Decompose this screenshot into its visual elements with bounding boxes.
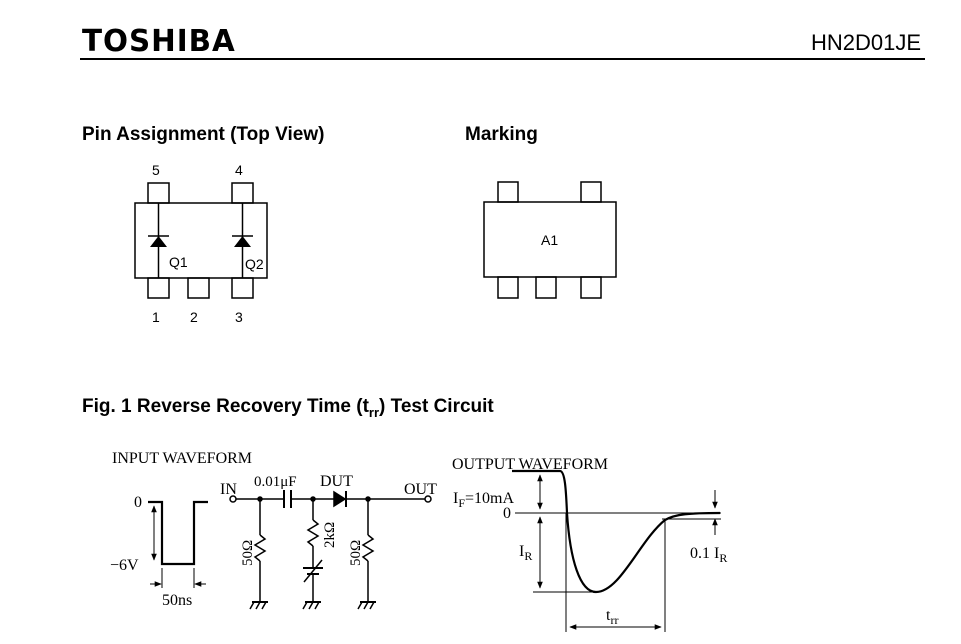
ground-icon [357, 601, 376, 610]
ir01-label: 0.1 IR [690, 545, 727, 565]
figure-prefix: Fig. 1 [82, 396, 132, 417]
input-waveform-label: INPUT WAVEFORM [112, 450, 252, 467]
pin-number-5: 5 [152, 162, 160, 178]
pulse-width-label: 50ns [162, 592, 192, 609]
input-level-zero: 0 [134, 494, 142, 511]
diode-q2-icon [232, 235, 253, 247]
pin-assignment-package [134, 182, 268, 299]
part-number: HN2D01JE [810, 30, 921, 55]
pin-number-3: 3 [235, 309, 243, 325]
ir-label: IR [519, 543, 532, 563]
diode-q1-icon [148, 235, 169, 247]
pin-4 [231, 182, 254, 204]
pin-number-2: 2 [190, 309, 198, 325]
figure-title-main: Reverse Recovery Time (t [136, 396, 369, 417]
out-label: OUT [404, 481, 437, 498]
input-waveform-trace [148, 500, 208, 566]
ground-icon [302, 601, 321, 610]
capacitor-label: 0.01μF [254, 474, 297, 490]
pin-number-1: 1 [152, 309, 160, 325]
in-label: IN [220, 481, 237, 498]
pin-2 [187, 277, 210, 299]
output-level-zero: 0 [503, 505, 511, 522]
figure-title-sub: rr [368, 404, 380, 420]
header-rule [80, 58, 925, 60]
marking-code: A1 [541, 232, 558, 248]
figure-title-end: ) Test Circuit [379, 396, 494, 417]
input-resistor-label: 50Ω [240, 540, 256, 566]
marking-package [483, 181, 617, 299]
input-resistor-icon [253, 499, 267, 602]
ground-icon [249, 601, 268, 610]
capacitor-icon [283, 490, 292, 508]
trr-label: trr [606, 607, 618, 627]
marking-title: Marking [465, 124, 538, 145]
bias-resistor-label: 2kΩ [322, 522, 338, 548]
pin-number-4: 4 [235, 162, 243, 178]
diode-q1-label: Q1 [169, 254, 188, 270]
output-resistor-label: 50Ω [348, 540, 364, 566]
pin-1 [147, 277, 170, 299]
variable-supply-icon [303, 559, 323, 602]
dut-diode-icon [333, 490, 347, 508]
input-level-low: −6V [110, 557, 139, 574]
pin-assignment-title: Pin Assignment (Top View) [82, 124, 325, 145]
output-resistor-icon [361, 499, 375, 602]
figure-title: Fig. 1 Reverse Recovery Time (trr) Test … [82, 396, 494, 420]
bias-resistor-icon [306, 499, 320, 568]
output-waveform-trace [512, 469, 721, 594]
if-label: IF=10mA [453, 490, 514, 510]
diode-q2-label: Q2 [245, 256, 264, 272]
dut-label: DUT [320, 473, 353, 490]
pin-5 [147, 182, 170, 204]
pin-3 [231, 277, 254, 299]
toshiba-logo: TOSHIBA [82, 24, 236, 59]
output-waveform-label: OUTPUT WAVEFORM [452, 456, 608, 473]
test-circuit [229, 490, 432, 610]
